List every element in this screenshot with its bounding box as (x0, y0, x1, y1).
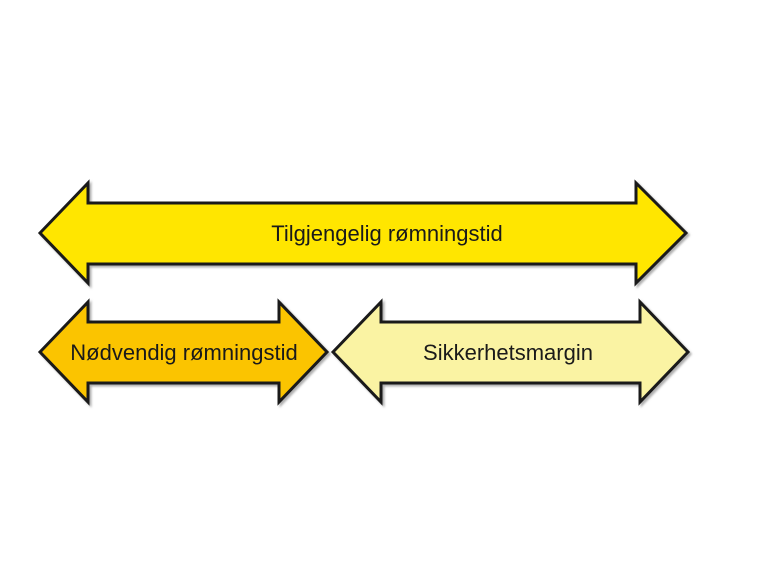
available-evacuation-time-arrow: Tilgjengelig rømningstid (37, 179, 689, 287)
required-evacuation-time-arrow-shape (37, 298, 330, 406)
available-evacuation-time-arrow-shape (37, 179, 689, 287)
safety-margin-label: Sikkerhetsmargin (423, 340, 593, 365)
required-evacuation-time-label: Nødvendig rømningstid (70, 340, 297, 365)
safety-margin-arrow: Sikkerhetsmargin (330, 298, 691, 406)
available-evacuation-time-label: Tilgjengelig rømningstid (271, 221, 503, 246)
required-evacuation-time-arrow: Nødvendig rømningstid (37, 298, 330, 406)
safety-margin-arrow-shape (330, 298, 691, 406)
